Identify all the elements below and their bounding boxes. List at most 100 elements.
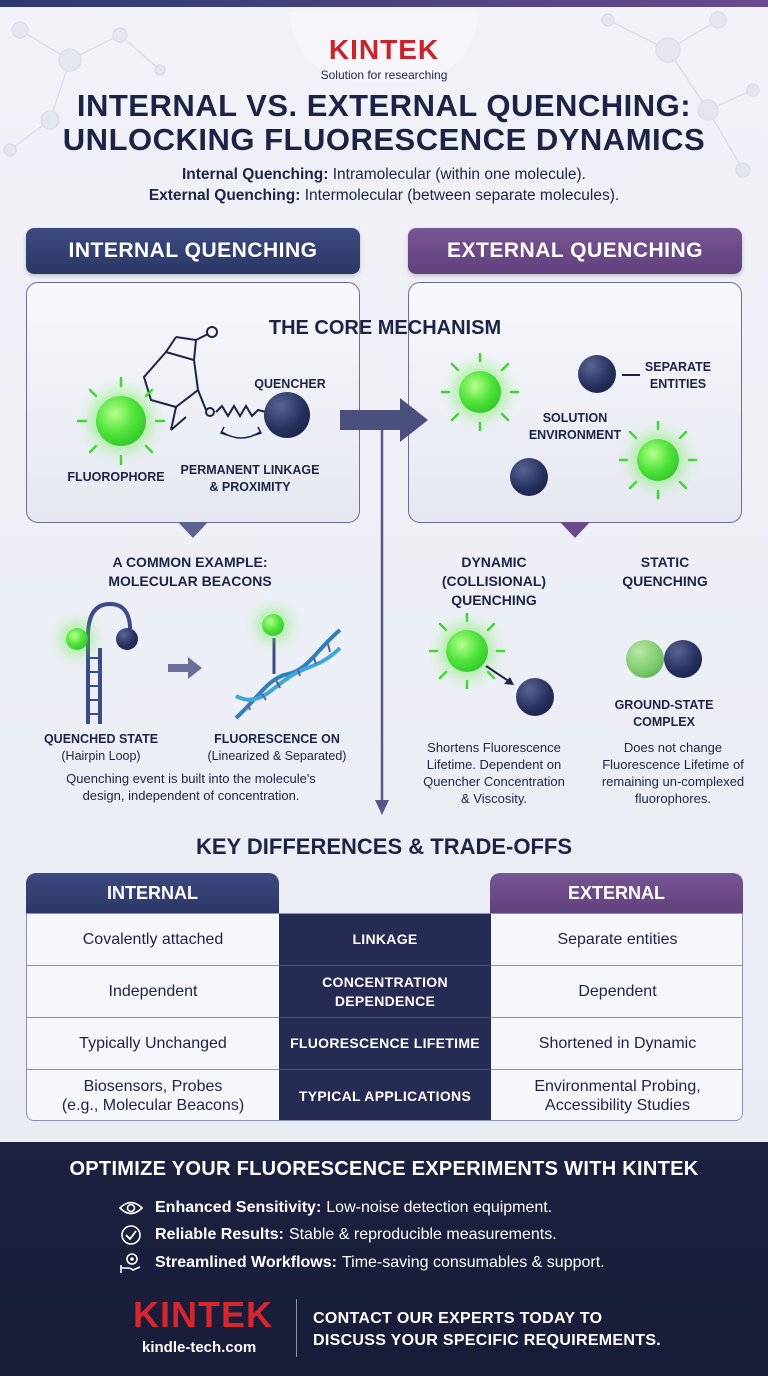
table-row-4-aspect-text: TYPICAL APPLICATIONS — [298, 1087, 472, 1104]
benefit-sensitivity-text: Low-noise detection equipment. — [326, 1199, 553, 1216]
fluorescence-on-note: (Linearized & Separated) — [207, 748, 347, 763]
footer-panel: OPTIMIZE YOUR FLUORESCENCE EXPERIMENTS W… — [0, 1142, 768, 1376]
fluorophore-glow-rays-external-1 — [440, 352, 520, 432]
quencher-internal — [264, 392, 310, 438]
complex-label-line-2: COMPLEX — [633, 714, 695, 729]
quencher-label: QUENCHER — [254, 377, 326, 391]
table-row-1-external-text: Separate entities — [557, 930, 678, 948]
benefit-reliable-text: Stable & reproducible measurements. — [288, 1226, 557, 1243]
table-row-1-aspect-text: LINKAGE — [352, 931, 418, 948]
table-row-4-external-line-1: Environmental Probing, — [534, 1077, 701, 1095]
definition-external-term: External Quenching: — [148, 187, 301, 204]
top-accent-bar — [0, 0, 768, 7]
linearized-dna-diagram — [234, 628, 342, 720]
table-row-1-internal: Covalently attached — [27, 914, 279, 965]
definition-internal: Internal Quenching: Intramolecular (with… — [0, 166, 768, 184]
table-row-2-aspect-line-1: CONCENTRATION — [322, 974, 448, 991]
benefit-reliable: Reliable Results:Stable & reproducible m… — [118, 1223, 557, 1247]
table-row-4-internal: Biosensors, Probes (e.g., Molecular Beaco… — [27, 1069, 279, 1120]
fluorophore-external-2 — [637, 439, 679, 481]
fluorophore-label: FLUOROPHORE — [67, 470, 165, 484]
linkage-label-line-1: PERMANENT LINKAGE — [180, 463, 320, 477]
contact-cta[interactable]: CONTACT OUR EXPERTS TODAY TO DISCUSS YOU… — [313, 1308, 661, 1351]
comparison-external-header: EXTERNAL — [490, 873, 743, 913]
solution-environment-line-2: ENVIRONMENT — [528, 427, 622, 442]
complexed-fluorophore — [626, 640, 664, 678]
definition-external: External Quenching: Intermolecular (betw… — [0, 187, 768, 205]
benefit-sensitivity-term: Enhanced Sensitivity: — [155, 1199, 322, 1216]
table-row-4-internal-line-1: Biosensors, Probes — [83, 1077, 223, 1095]
static-desc-line-4: fluorophores. — [635, 790, 711, 806]
internal-mechanism-panel — [26, 282, 360, 523]
brand-logo[interactable]: KINTEK Solution for researching — [290, 12, 478, 82]
molecule-network-decoration-left — [3, 21, 166, 157]
collision-arrow — [485, 665, 514, 685]
table-row-3-external-text: Shortened in Dynamic — [538, 1034, 697, 1052]
quencher-dynamic — [516, 678, 554, 716]
table-row-1-internal-text: Covalently attached — [82, 930, 224, 948]
table-row-2-internal: Independent — [27, 965, 279, 1017]
example-title-line-2: MOLECULAR BEACONS — [108, 572, 272, 589]
internal-panel-pointer — [178, 522, 208, 538]
quenched-state-note: (Hairpin Loop) — [61, 748, 141, 763]
dynamic-title-line-1: DYNAMIC — [461, 554, 527, 570]
quenched-state-label: QUENCHED STATE (Hairpin Loop) — [36, 731, 166, 765]
external-panel-pointer — [560, 522, 590, 538]
static-title-line-2: QUENCHING — [622, 572, 708, 589]
fluorescence-on-label: FLUORESCENCE ON (Linearized & Separated) — [192, 731, 362, 765]
fluorescence-on-title: FLUORESCENCE ON — [214, 732, 340, 746]
comparison-table: Covalently attached LINKAGE Separate ent… — [26, 913, 743, 1121]
static-desc-line-1: Does not change — [623, 740, 723, 755]
page-title-line-2: UNLOCKING FLUORESCENCE DYNAMICS — [62, 122, 706, 157]
fluorophore-glow-rays-dynamic — [428, 612, 506, 690]
dynamic-desc-line-4: & Viscosity. — [461, 790, 527, 806]
flow-arrows — [340, 398, 428, 815]
definition-external-text: Intermolecular (between separate molecul… — [300, 187, 620, 204]
comparison-title: KEY DIFFERENCES & TRADE-OFFS — [195, 834, 573, 859]
table-row-2-external-text: Dependent — [578, 982, 657, 1000]
static-desc-line-3: remaining un-complexed — [601, 773, 745, 789]
definition-internal-term: Internal Quenching: — [182, 166, 329, 183]
separate-entities-line-2: ENTITIES — [649, 376, 707, 391]
benefit-sensitivity: Enhanced Sensitivity:Low-noise detection… — [118, 1196, 552, 1220]
solution-environment-label: SOLUTION ENVIRONMENT — [520, 410, 630, 444]
molecule-network-decoration-right — [601, 11, 760, 178]
internal-molecule-diagram — [142, 326, 267, 439]
dynamic-title-line-2: (COLLISIONAL) — [441, 572, 547, 589]
table-row-4-external-line-2: Accessibility Studies — [545, 1097, 690, 1114]
solution-environment-line-1: SOLUTION — [542, 411, 608, 425]
dynamic-quenching-title: DYNAMIC (COLLISIONAL) QUENCHING — [424, 553, 564, 610]
static-title-line-1: STATIC — [640, 554, 690, 570]
table-row-2-external: Dependent — [491, 965, 742, 1017]
quencher-hairpin — [116, 628, 138, 650]
fluorophore-hairpin — [66, 628, 88, 650]
hand-gear-icon — [118, 1252, 144, 1274]
table-row-4-internal-line-2: (e.g., Molecular Beacons) — [61, 1097, 245, 1114]
dynamic-title-line-3: QUENCHING — [451, 591, 537, 608]
table-row-3-internal: Typically Unchanged — [27, 1017, 279, 1069]
table-row-3-external: Shortened in Dynamic — [491, 1017, 742, 1069]
separate-entities-line-1: SEPARATE — [644, 360, 712, 374]
footer-title: OPTIMIZE YOUR FLUORESCENCE EXPERIMENTS W… — [69, 1158, 699, 1180]
table-row-4-aspect: TYPICAL APPLICATIONS — [279, 1069, 491, 1120]
static-desc-line-2: Fluorescence Lifetime of — [602, 756, 744, 772]
footer-brand-logo[interactable]: KINTEK — [133, 1294, 273, 1335]
definition-internal-text: Intramolecular (within one molecule). — [328, 166, 586, 183]
eye-icon — [118, 1197, 144, 1219]
fluorophore-glow-rays-internal — [76, 376, 166, 466]
external-quenching-heading: EXTERNAL QUENCHING — [408, 228, 742, 274]
contact-cta-line-1: CONTACT OUR EXPERTS TODAY TO — [313, 1310, 603, 1327]
example-title: A COMMON EXAMPLE: MOLECULAR BEACONS — [60, 553, 320, 591]
contact-cta-line-2: DISCUSS YOUR SPECIFIC REQUIREMENTS. — [313, 1331, 662, 1349]
footer-divider — [296, 1299, 297, 1357]
example-title-line-1: A COMMON EXAMPLE: — [112, 554, 268, 570]
table-row-4-external: Environmental Probing, Accessibility Stud… — [491, 1069, 742, 1120]
footer-website-link[interactable]: kindle-tech.com — [142, 1339, 257, 1356]
brand-tagline: Solution for researching — [320, 68, 448, 82]
fluorophore-internal — [96, 396, 146, 446]
quencher-static — [664, 640, 702, 678]
fluorophore-linearized — [262, 614, 284, 636]
internal-summary-line-1: Quenching event is built into the molecu… — [66, 771, 316, 786]
static-description: Does not change Fluorescence Lifetime of… — [588, 740, 758, 808]
